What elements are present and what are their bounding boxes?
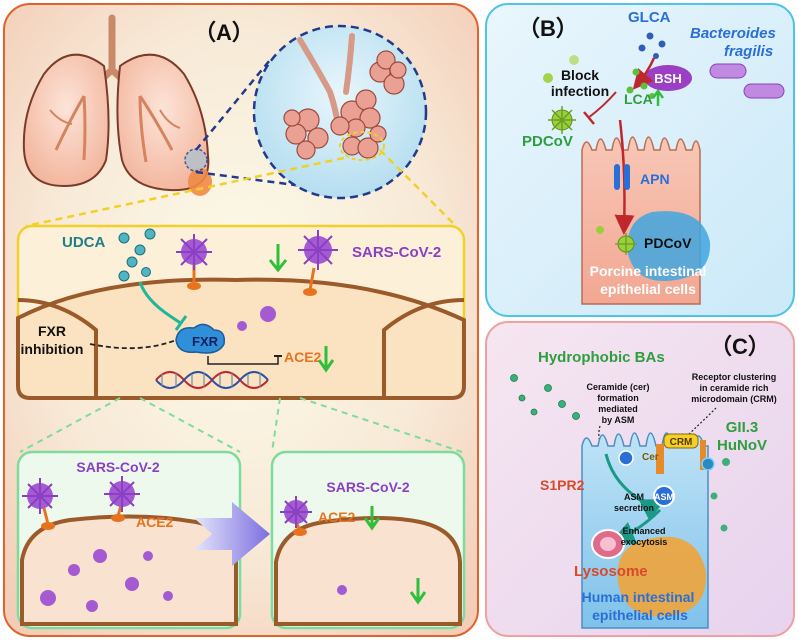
exocytosis-label-line2: exocytosis xyxy=(621,537,668,547)
block-infection-label-line2: infection xyxy=(551,83,609,99)
panel-c: （C） Hydrophobic BAs Ceramide (cer) forma… xyxy=(485,321,795,637)
bacteria-label-line2: fragilis xyxy=(724,43,773,60)
pdcov-outside-label: PDCoV xyxy=(522,133,573,150)
lysosome-icon xyxy=(591,529,625,559)
porcine-cell-label-line1: Porcine intestinal xyxy=(590,263,707,279)
sars-cov-2-virus-icon xyxy=(104,476,140,522)
panel-c-label: （C） xyxy=(710,334,770,359)
fxr-receptor-label: FXR xyxy=(192,334,219,349)
internal-virus-icon xyxy=(337,585,347,595)
ceramide-label-line3: mediated xyxy=(598,404,638,414)
ace2-label: ACE2 xyxy=(284,349,322,365)
hydrophobic-bas-label: Hydrophobic BAs xyxy=(538,349,665,366)
panel-a: （A） xyxy=(3,3,479,637)
apn-receptor-icon xyxy=(614,164,630,190)
crm-label: CRM xyxy=(670,437,693,448)
bottom-right-box: SARS-CoV-2 ACE2 xyxy=(270,450,466,630)
down-arrow-icon xyxy=(409,578,427,605)
gii3-label-line1: GII.3 xyxy=(726,419,759,436)
up-arrow-icon xyxy=(651,88,665,106)
human-cell-label-line1: Human intestinal xyxy=(582,589,695,605)
lca-label: LCA xyxy=(624,91,653,107)
bacteria-label-line1: Bacteroides xyxy=(690,25,776,42)
sars-cov-2-label: SARS-CoV-2 xyxy=(326,479,409,495)
porcine-cell-label-line2: epithelial cells xyxy=(600,281,696,297)
receptor-label-line2: in ceramide rich xyxy=(699,383,768,393)
sars-cov-2-label: SARS-CoV-2 xyxy=(352,244,441,261)
asm-secretion-label-line2: secretion xyxy=(614,503,654,513)
bsh-enzyme-icon xyxy=(644,65,692,91)
ceramide-label-line2: formation xyxy=(597,393,639,403)
sars-cov-2-virus-icon xyxy=(298,230,338,296)
lysosome-label: Lysosome xyxy=(574,563,648,580)
down-arrow-icon xyxy=(268,244,288,273)
glca-label: GLCA xyxy=(628,9,671,26)
block-infection-label-line1: Block xyxy=(561,67,599,83)
bottom-left-box: SARS-CoV-2 ACE2 xyxy=(16,450,242,630)
pdcov-virus-icon xyxy=(615,233,637,255)
exocytosis-label-line1: Enhanced xyxy=(622,526,665,536)
transition-arrow-icon xyxy=(194,502,270,566)
porcine-cell-illustration xyxy=(581,119,711,305)
human-cell-label-line2: epithelial cells xyxy=(592,607,688,623)
gii3-label-line2: HuNoV xyxy=(717,437,767,454)
ace2-label: ACE2 xyxy=(136,514,174,530)
sars-cov-2-virus-icon xyxy=(176,234,212,290)
bsh-label: BSH xyxy=(654,71,681,86)
ceramide-label-line4: by ASM xyxy=(602,415,635,425)
inhibition-line xyxy=(138,281,183,326)
down-arrow-icon xyxy=(317,346,335,373)
receptor-label-line3: microdomain (CRM) xyxy=(691,394,777,404)
panel-a-label: （A） xyxy=(194,20,254,45)
crm-raft-icon xyxy=(656,433,706,474)
apn-label: APN xyxy=(640,171,670,187)
ceramide-label-line1: Ceramide (cer) xyxy=(586,382,649,392)
sars-cov-2-virus-icon xyxy=(280,496,312,536)
asm-secretion-label-line1: ASM xyxy=(624,492,644,502)
human-cell-illustration: ASM CRM Cer xyxy=(581,432,730,629)
panel-b: （B） GLCA Bacteroides fragilis BSH LCA Bl… xyxy=(485,3,795,317)
lungs-illustration xyxy=(22,14,212,196)
sars-cov-2-label: SARS-CoV-2 xyxy=(76,459,159,475)
sars-cov-2-virus-icon xyxy=(22,478,58,530)
pdcov-virus-icon xyxy=(543,55,579,134)
bacteria-icon xyxy=(709,63,785,99)
asm-enzyme-icon xyxy=(618,450,675,507)
down-arrow-icon xyxy=(363,506,381,531)
fxr-receptor-icon xyxy=(175,323,226,354)
receptor-label-line1: Receptor clustering xyxy=(692,372,777,382)
ace2-label: ACE2 xyxy=(318,509,356,525)
panel-b-label: （B） xyxy=(518,16,578,41)
internal-virus-icon xyxy=(40,549,173,612)
hunov-virus-icon xyxy=(701,457,715,471)
internal-virus-icon xyxy=(237,306,276,331)
udca-label: UDCA xyxy=(62,234,105,251)
pdcov-inside-label: PDCoV xyxy=(644,235,692,251)
top-mechanism-box: UDCA xyxy=(16,224,466,400)
fxr-inhibition-label-line1: FXR xyxy=(38,323,66,339)
dna-helix-icon xyxy=(155,371,269,389)
fxr-inhibition-label-line2: inhibition xyxy=(21,341,84,357)
alveoli-zoom-circle xyxy=(252,24,428,200)
s1pr2-label: S1PR2 xyxy=(540,477,585,493)
cer-label: Cer xyxy=(642,452,659,463)
asm-label: ASM xyxy=(654,492,674,502)
